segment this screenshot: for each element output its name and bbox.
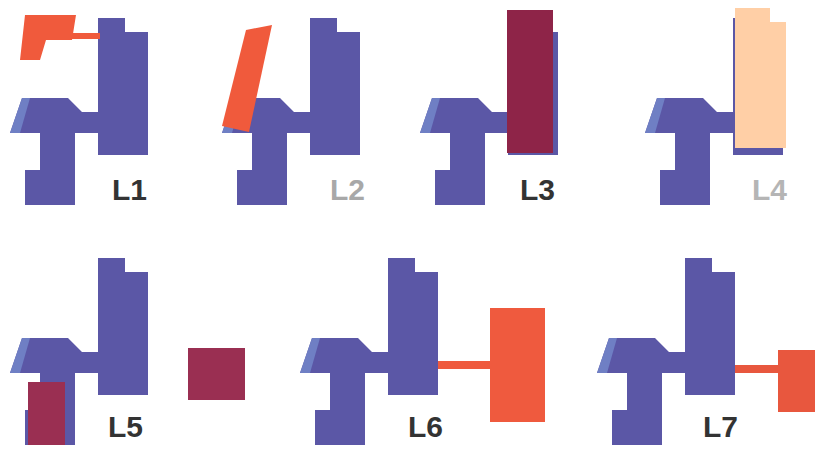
- ligand-shape: [735, 8, 786, 148]
- panel-label: L2: [330, 175, 365, 205]
- ligand-shape: [778, 350, 815, 412]
- ligand-linker: [735, 365, 780, 373]
- ligand-shape: [490, 308, 545, 422]
- panel-label: L1: [112, 175, 147, 205]
- panel-label: L6: [408, 412, 443, 442]
- ligand-shape: [222, 25, 272, 132]
- ligand-shape: [188, 348, 245, 400]
- ligand-linker: [438, 361, 492, 369]
- ligand-shape: [507, 10, 553, 153]
- ligand-shape: [28, 382, 65, 445]
- panel-label: L5: [108, 412, 143, 442]
- protein-shape: [10, 258, 148, 445]
- panel-label: L7: [703, 412, 738, 442]
- ligand-linker: [70, 33, 100, 39]
- panel-label: L3: [520, 175, 555, 205]
- ligand-shape: [20, 15, 76, 60]
- panel-label: L4: [752, 175, 787, 205]
